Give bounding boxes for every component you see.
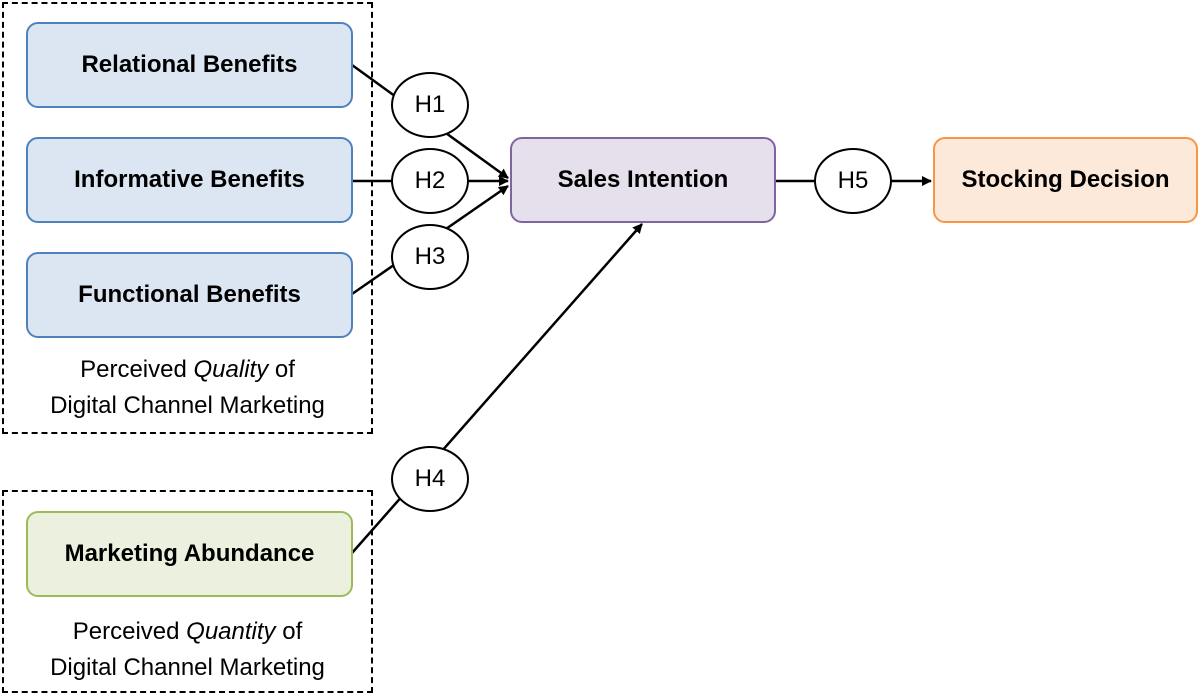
hypothesis-h5-label: H5 [837, 167, 869, 194]
marketing-abundance-label: Marketing Abundance [64, 540, 315, 567]
quantity-caption-line2: Digital Channel Marketing [50, 654, 325, 681]
quantity-group-caption: Perceived Quantity of Digital Channel Ma… [2, 614, 373, 686]
quality-group-caption: Perceived Quality of Digital Channel Mar… [2, 352, 373, 424]
informative-benefits-node: Informative Benefits [26, 137, 353, 223]
sales-intention-node: Sales Intention [510, 137, 776, 223]
quantity-emphasis: Quantity [186, 618, 276, 645]
hypothesis-h4: H4 [391, 446, 469, 512]
relational-benefits-node: Relational Benefits [26, 22, 353, 108]
relational-benefits-label: Relational Benefits [81, 51, 298, 78]
hypothesis-h4-label: H4 [414, 465, 446, 492]
hypothesis-h1-label: H1 [414, 91, 446, 118]
sales-intention-label: Sales Intention [557, 166, 729, 193]
quantity-group [2, 490, 373, 693]
functional-benefits-label: Functional Benefits [78, 281, 301, 308]
hypothesis-h5: H5 [814, 148, 892, 214]
hypothesis-h2-label: H2 [414, 167, 446, 194]
stocking-decision-node: Stocking Decision [933, 137, 1198, 223]
functional-benefits-node: Functional Benefits [26, 252, 353, 338]
hypothesis-h3: H3 [391, 224, 469, 290]
quality-emphasis: Quality [193, 356, 269, 383]
stocking-decision-label: Stocking Decision [961, 166, 1170, 193]
quality-group [2, 2, 373, 434]
quantity-caption-line1: Perceived Quantity of [72, 618, 303, 645]
hypothesis-h3-label: H3 [414, 243, 446, 270]
hypothesis-h2: H2 [391, 148, 469, 214]
informative-benefits-label: Informative Benefits [74, 166, 305, 193]
quality-caption-line1: Perceived Quality of [80, 356, 295, 383]
quality-caption-line2: Digital Channel Marketing [50, 392, 325, 419]
hypothesis-h1: H1 [391, 72, 469, 138]
marketing-abundance-node: Marketing Abundance [26, 511, 353, 597]
